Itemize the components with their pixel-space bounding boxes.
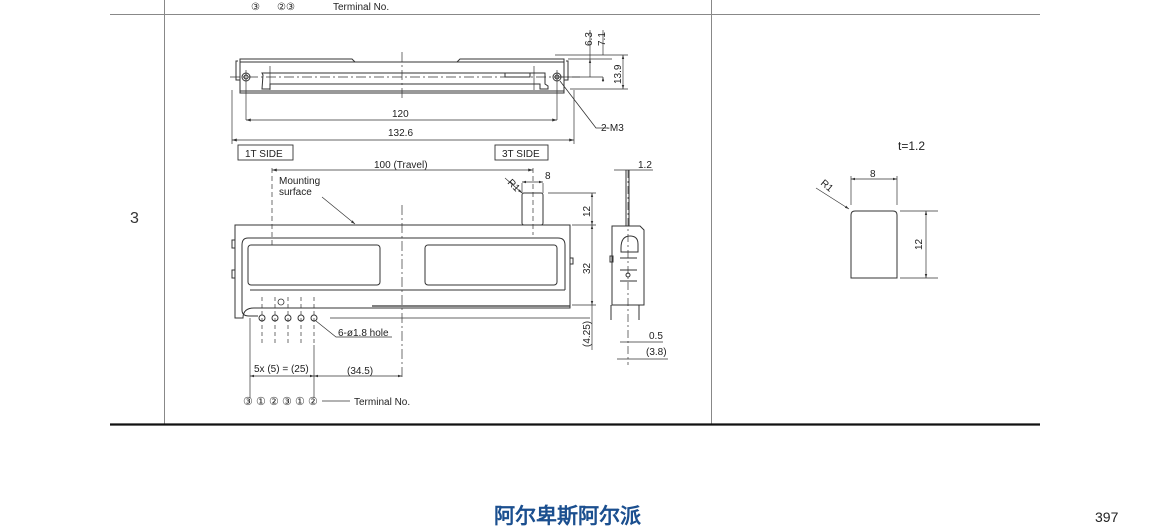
dim-132-6: 132.6 xyxy=(388,128,413,139)
knob-detail-labels: t=1.2 8 12 R1 xyxy=(818,139,925,250)
prev-terminal-a: ③ xyxy=(251,2,260,13)
dim-12: 12 xyxy=(582,205,593,217)
terminal-number: ① xyxy=(256,396,266,408)
dim-32: 32 xyxy=(582,262,593,274)
terminal-number: ③ xyxy=(282,396,292,408)
knob-outline xyxy=(850,210,898,279)
mounting-surface-line2: surface xyxy=(279,187,312,198)
knob-dim-12: 12 xyxy=(914,238,925,250)
table-grid xyxy=(110,0,1040,426)
knob-detail-drawing xyxy=(815,176,938,279)
front-window-right xyxy=(424,244,558,286)
dim-pitch: 5x (5) = (25) xyxy=(254,364,309,375)
prev-terminal-label: Terminal No. xyxy=(333,2,389,13)
dim-120: 120 xyxy=(392,109,409,120)
label-1t-side: 1T SIDE xyxy=(245,149,283,160)
dim-7-1: 7.1 xyxy=(597,32,608,46)
side-view-drawing xyxy=(609,169,668,365)
side-view-labels: 1.2 0.5 (3.8) xyxy=(638,160,667,358)
dim-0-5: 0.5 xyxy=(649,331,663,342)
terminal-number: ② xyxy=(269,396,279,408)
front-knob xyxy=(521,192,544,226)
brand-name: 阿尔卑斯阿尔派 xyxy=(494,504,641,528)
1t-side-box xyxy=(237,144,294,161)
leader-2m3 xyxy=(559,80,608,129)
3t-side-box xyxy=(494,144,549,161)
page-number: 397 xyxy=(1095,509,1119,525)
knob-radius-r1: R1 xyxy=(818,178,835,195)
row-number: 3 xyxy=(130,210,139,227)
dim-13-9: 13.9 xyxy=(613,64,624,84)
hole-note: 6-ø1.8 hole xyxy=(338,328,389,339)
prev-terminal-b: ②③ xyxy=(277,2,295,13)
terminal-number-row: ③ ① ② ③ ① ② xyxy=(243,396,318,408)
front-dim-8: 8 xyxy=(545,171,551,182)
dim-travel: 100 (Travel) xyxy=(374,160,428,171)
dim-34-5: (34.5) xyxy=(347,366,373,377)
knob-dim-8: 8 xyxy=(870,169,876,180)
previous-row-fragment: ③ ②③ Terminal No. xyxy=(251,2,389,13)
terminal-number: ③ xyxy=(243,396,253,408)
terminal-label: Terminal No. xyxy=(354,397,410,408)
label-3t-side: 3T SIDE xyxy=(502,149,540,160)
mounting-surface-line1: Mounting xyxy=(279,176,320,187)
top-view-body xyxy=(239,58,565,94)
side-labels: 1T SIDE 3T SIDE xyxy=(237,144,549,161)
dim-1-2: 1.2 xyxy=(638,160,652,171)
top-view-drawing xyxy=(230,30,628,144)
side-body xyxy=(611,225,645,306)
terminal-number: ② xyxy=(308,396,318,408)
front-view-labels: 100 (Travel) Mounting surface R1 8 12 32… xyxy=(243,160,593,408)
front-window-left xyxy=(247,244,381,286)
front-body xyxy=(234,224,571,319)
dim-4-25: (4.25) xyxy=(582,321,593,347)
dim-3-8: (3.8) xyxy=(646,347,667,358)
note-2m3: 2-M3 xyxy=(601,123,624,134)
top-view-labels: 6.3 7.1 13.9 120 132.6 2-M3 xyxy=(388,32,624,139)
front-view-drawing xyxy=(231,168,596,402)
terminal-number: ① xyxy=(295,396,305,408)
dim-6-3: 6.3 xyxy=(584,32,595,46)
thickness-label: t=1.2 xyxy=(898,139,925,153)
